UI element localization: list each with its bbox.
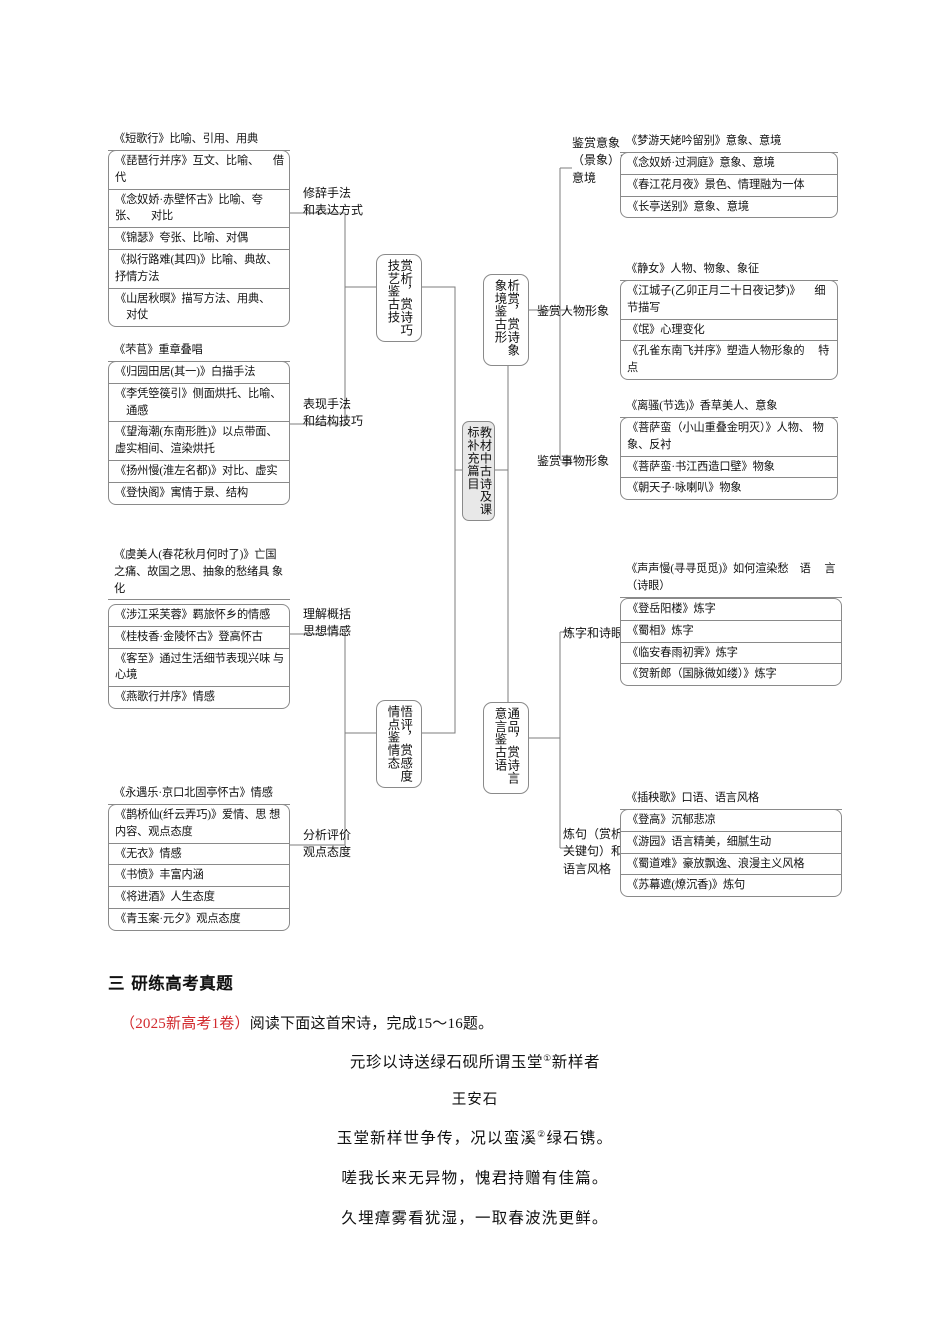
lead-item: 《梦游天姥吟留别》意象、意境 <box>620 131 838 153</box>
leaf-item: 《客至》通过生活细节表现兴味 与心境 <box>109 649 289 688</box>
leaf-item: 《蜀相》炼字 <box>621 621 841 643</box>
leaf-item: 《望海潮(东南形胜)》以点带面、 虚实相间、渲染烘托 <box>109 422 289 461</box>
mindmap-connectors <box>285 167 572 849</box>
leaf-item: 《将进酒》人生态度 <box>109 887 289 909</box>
node-skills: 赏析，赏诗巧 技艺鉴古技 <box>376 254 422 342</box>
leaf-item: 《登高》沉郁悲凉 <box>621 810 841 832</box>
leaf-item: 《苏幕遮(燎沉香)》炼句 <box>627 879 746 892</box>
node-skills-col-left: 技艺鉴古技 <box>386 259 400 324</box>
node-language: 通品，赏诗言 意言鉴古语 <box>483 702 529 794</box>
node-skills-col-right: 赏析，赏诗巧 <box>398 259 413 337</box>
lead-item: 《插秧歌》口语、语言风格 <box>620 788 842 810</box>
node-emotion-col-left: 情点鉴情态 <box>386 705 400 770</box>
poem-line: 嗟我长来无异物，愧君持赠有佳篇。 <box>0 1166 950 1188</box>
leaf-item: 《菩萨蛮（小山重叠金明灭）》人物、 物象、反衬 <box>621 418 837 457</box>
poem-author: 王安石 <box>451 1092 499 1108</box>
leaf-item: 《涉江采芙蓉》羁旅怀乡的情感 <box>109 605 289 627</box>
leaf-item: 《念奴娇·赤壁怀古》比喻、夸张、 对比 <box>109 190 289 229</box>
group-label: 理解概括 思想情感 <box>303 607 352 639</box>
group-label: 鉴赏人物形象 <box>537 304 610 318</box>
node-emotion: 悟评，赏感度 情点鉴情态 <box>376 700 422 788</box>
leaf-item: 《燕歌行并序》情感 <box>115 691 215 704</box>
leaf-item: 《琵琶行并序》互文、比喻、 借代 <box>109 151 289 190</box>
lead-item: 《虞美人(春花秋月何时了)》亡国 之痛、故国之思、抽象的愁绪具 象化 <box>108 545 290 601</box>
leaf-item: 《锦瑟》夸张、比喻、对偶 <box>109 228 289 250</box>
group-label: 修辞手法 和表达方式 <box>303 186 364 218</box>
leaf-group: 《归园田居(其一)》白描手法 《李凭箜篌引》侧面烘托、比喻、 通感 《望海潮(东… <box>108 361 290 505</box>
leaf-item: 《游园》语言精美，细腻生动 <box>621 832 841 854</box>
group-label: 表现手法 和结构技巧 <box>303 397 364 429</box>
node-language-col-left: 意言鉴古语 <box>493 707 507 772</box>
leaf-item: 《江城子(乙卯正月二十日夜记梦)》 细节描写 <box>621 281 837 320</box>
lead-item: 《声声慢(寻寻觅觅)》如何渲染愁 语 言（诗眼） <box>620 559 842 598</box>
node-language-col-right: 通品，赏诗言 <box>505 707 520 785</box>
leaf-group: 《登高》沉郁悲凉 《游园》语言精美，细腻生动 《蜀道难》豪放飘逸、浪漫主义风格 … <box>620 809 842 898</box>
leaf-item: 《登快阁》寓情于景、结构 <box>115 486 249 499</box>
question-text: 阅读下面这首宋诗，完成15～16题。 <box>249 1016 494 1032</box>
poem-title-main: 元珍以诗送绿石砚所谓玉堂 <box>349 1053 544 1071</box>
leaf-item: 《朝天子·咏喇叭》物象 <box>627 482 742 495</box>
leaf-item: 《登岳阳楼》炼字 <box>621 599 841 621</box>
leaf-item: 《长亭送别》意象、意境 <box>627 200 749 213</box>
poem-line-a: 久埋瘴雾看犹湿，一取春波洗更鲜。 <box>341 1210 609 1227</box>
leaf-item: 《扬州慢(淮左名都)》对比、虚实 <box>109 461 289 483</box>
leaf-group: 《登岳阳楼》炼字 《蜀相》炼字 《临安春雨初霁》炼字 《贺新郎（国脉微如缕）》炼… <box>620 598 842 687</box>
mindmap-diagram: 《短歌行》比喻、引用、用典 《琵琶行并序》互文、比喻、 借代 《念奴娇·赤壁怀古… <box>108 129 842 931</box>
leaf-item: 《李凭箜篌引》侧面烘托、比喻、 通感 <box>109 384 289 423</box>
poem-line-a: 玉堂新样世争传，况以蛮溪 <box>336 1130 538 1147</box>
leaf-group: 《江城子(乙卯正月二十日夜记梦)》 细节描写 《氓》心理变化 《孔雀东南飞并序》… <box>620 280 838 380</box>
poem-title-tail: 新样者 <box>551 1053 601 1071</box>
leaf-group: 《涉江采芙蓉》羁旅怀乡的情感 《桂枝香·金陵怀古》登高怀古 《客至》通过生活细节… <box>108 604 290 709</box>
lead-item: 《短歌行》比喻、引用、用典 <box>108 129 290 151</box>
leaf-group: 《念奴娇·过洞庭》意象、意境 《春江花月夜》景色、情理融为一体 《长亭送别》意象… <box>620 152 838 219</box>
leaf-item: 《山居秋暝》描写方法、用典、 对仗 <box>115 292 271 322</box>
leaf-item: 《书愤》丰富内涵 <box>109 865 289 888</box>
poem-line-b: 绿石镌。 <box>546 1130 614 1147</box>
leaf-item: 《蜀道难》豪放飘逸、浪漫主义风格 <box>621 854 841 876</box>
leaf-item: 《氓》心理变化 <box>621 320 837 342</box>
poem-line: 玉堂新样世争传，况以蛮溪②绿石镌。 <box>0 1126 950 1148</box>
node-image: 析赏，赏诗象 象境鉴古形 <box>483 274 529 366</box>
node-center-text: 教材中古诗及课标补充篇目 <box>465 426 492 516</box>
leaf-item: 《菩萨蛮·书江西造口壁》物象 <box>621 457 837 479</box>
lead-item: 《永遇乐·京口北固亭怀古》情感 <box>108 783 290 805</box>
poem-line: 久埋瘴雾看犹湿，一取春波洗更鲜。 <box>0 1206 950 1228</box>
leaf-group: 《鹊桥仙(纤云弄巧)》爱情、思 想内容、观点态度 《无衣》情感 《书愤》丰富内涵… <box>108 804 290 931</box>
group-label: 炼字和诗眼 <box>563 626 624 640</box>
lead-item: 《离骚(节选)》香草美人、意象 <box>620 396 838 418</box>
leaf-item: 《孔雀东南飞并序》塑造人物形象的 特点 <box>627 345 830 375</box>
group-label: 鉴赏意象 （景象）和 意境 <box>572 136 633 185</box>
section-heading: 三 研练高考真题 <box>108 974 234 993</box>
leaf-item: 《无衣》情感 <box>109 844 289 866</box>
footnote-marker-2: ② <box>537 1128 547 1139</box>
leaf-item: 《青玉案·元夕》观点态度 <box>115 912 241 925</box>
footnote-marker-1: ① <box>543 1053 552 1064</box>
leaf-item: 《临安春雨初霁》炼字 <box>621 643 841 665</box>
leaf-item: 《贺新郎（国脉微如缕）》炼字 <box>627 668 777 681</box>
node-image-col-left: 象境鉴古形 <box>493 279 507 344</box>
leaf-group: 《琵琶行并序》互文、比喻、 借代 《念奴娇·赤壁怀古》比喻、夸张、 对比 《锦瑟… <box>108 150 290 328</box>
node-image-col-right: 析赏，赏诗象 <box>505 279 520 357</box>
group-label: 炼句（赏析 关键句）和 语言风格 <box>563 827 624 876</box>
leaf-item: 《归园田居(其一)》白描手法 <box>109 362 289 384</box>
leaf-item: 《桂枝香·金陵怀古》登高怀古 <box>109 627 289 649</box>
leaf-item: 《鹊桥仙(纤云弄巧)》爱情、思 想内容、观点态度 <box>109 805 289 844</box>
leaf-item: 《拟行路难(其四)》比喻、典故、 抒情方法 <box>109 250 289 289</box>
poem-title: 元珍以诗送绿石砚所谓玉堂①新样者 <box>0 1050 950 1072</box>
node-emotion-col-right: 悟评，赏感度 <box>398 705 413 783</box>
group-label: 分析评价 观点态度 <box>303 828 352 860</box>
leaf-item: 《念奴娇·过洞庭》意象、意境 <box>621 153 837 175</box>
group-label: 鉴赏事物形象 <box>537 454 610 468</box>
lead-item: 《静女》人物、物象、象征 <box>620 259 838 281</box>
poem-line-a: 嗟我长来无异物，愧君持赠有佳篇。 <box>341 1170 609 1187</box>
lead-item: 《芣苢》重章叠唱 <box>108 340 290 362</box>
question-prompt: （2025新高考1卷）阅读下面这首宋诗，完成15～16题。 <box>120 1012 493 1033</box>
leaf-group: 《菩萨蛮（小山重叠金明灭）》人物、 物象、反衬 《菩萨蛮·书江西造口壁》物象 《… <box>620 417 838 501</box>
leaf-item: 《春江花月夜》景色、情理融为一体 <box>621 175 837 197</box>
question-source: （2025新高考1卷） <box>120 1016 250 1032</box>
node-center: 教材中古诗及课标补充篇目 <box>462 421 495 521</box>
